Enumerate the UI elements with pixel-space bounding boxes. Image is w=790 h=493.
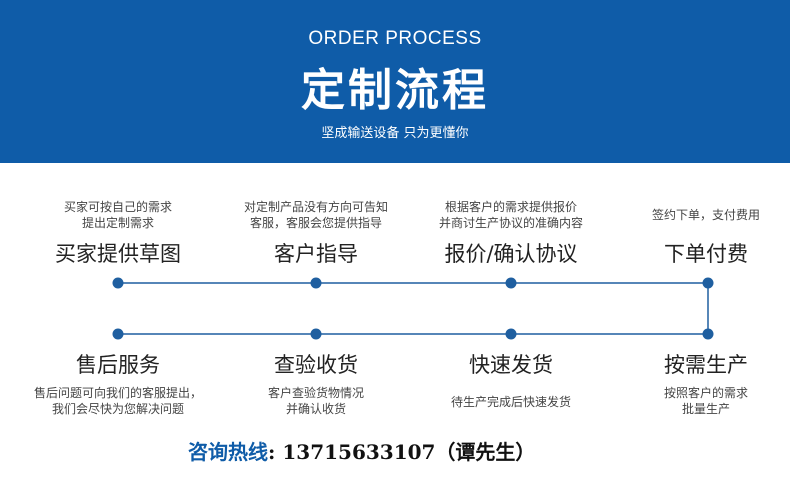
banner-slogan: 坚成输送设备 只为更懂你 [321, 126, 469, 141]
step-label: 售后服务 [76, 353, 160, 377]
step-description-line: 批量生产 [681, 402, 731, 416]
step-description-line: 按照客户的需求 [663, 386, 749, 400]
step-description: 客户查验货物情况 并确认收货 [268, 385, 364, 417]
step-description: 根据客户的需求提供报价 并商讨生产协议的准确内容 [439, 199, 583, 231]
step-label: 查验收货 [274, 353, 358, 377]
step-description-line: 我们会尽快为您解决问题 [51, 402, 185, 416]
step-description-line: 提出定制需求 [81, 216, 155, 230]
step-description: 签约下单，支付费用 [652, 207, 760, 223]
step-description-line: 并商讨生产协议的准确内容 [438, 216, 584, 230]
step-label: 客户指导 [274, 242, 358, 266]
step-description-line: 售后问题可向我们的客服提出， [33, 386, 203, 400]
step-label: 买家提供草图 [55, 242, 181, 266]
step-description-line: 根据客户的需求提供报价 [444, 200, 578, 214]
step-description-line: 待生产完成后快速发货 [450, 395, 572, 409]
timeline-dot [702, 328, 714, 340]
step-description: 买家可按自己的需求 提出定制需求 [64, 199, 172, 231]
banner-title: 定制流程 [301, 65, 489, 116]
timeline-dot [702, 277, 714, 289]
hotline-label: 咨询热线 [188, 440, 268, 464]
step-description-line: 并确认收货 [285, 402, 347, 416]
contact-hotline: 咨询热线: 13715633107（谭先生） [188, 436, 535, 465]
step-label: 报价/确认协议 [444, 242, 578, 266]
step-description-line: 对定制产品没有方向可告知 [243, 200, 389, 214]
timeline-dot [310, 328, 322, 340]
step-description: 待生产完成后快速发货 [451, 394, 571, 410]
step-description-line: 买家可按自己的需求 [63, 200, 173, 214]
step-description: 按照客户的需求 批量生产 [664, 385, 748, 417]
banner-subtitle: ORDER PROCESS [308, 28, 482, 49]
step-description-line: 签约下单，支付费用 [651, 208, 761, 222]
step-label: 快速发货 [469, 353, 553, 377]
timeline-dot [505, 328, 517, 340]
step-description-line: 客户查验货物情况 [267, 386, 365, 400]
step-label: 下单付费 [664, 242, 748, 266]
step-description-line: 客服，客服会您提供指导 [249, 216, 383, 230]
timeline-dot [112, 328, 124, 340]
step-label: 按需生产 [664, 353, 748, 377]
timeline-dot [112, 277, 124, 289]
step-description: 对定制产品没有方向可告知 客服，客服会您提供指导 [244, 199, 388, 231]
hotline-separator: : [268, 440, 283, 464]
hotline-number: 13715633107（谭先生） [282, 440, 536, 464]
step-description: 售后问题可向我们的客服提出， 我们会尽快为您解决问题 [34, 385, 202, 417]
timeline-dot [310, 277, 322, 289]
header-banner: ORDER PROCESS 定制流程 坚成输送设备 只为更懂你 [0, 0, 790, 163]
timeline-dot [505, 277, 517, 289]
